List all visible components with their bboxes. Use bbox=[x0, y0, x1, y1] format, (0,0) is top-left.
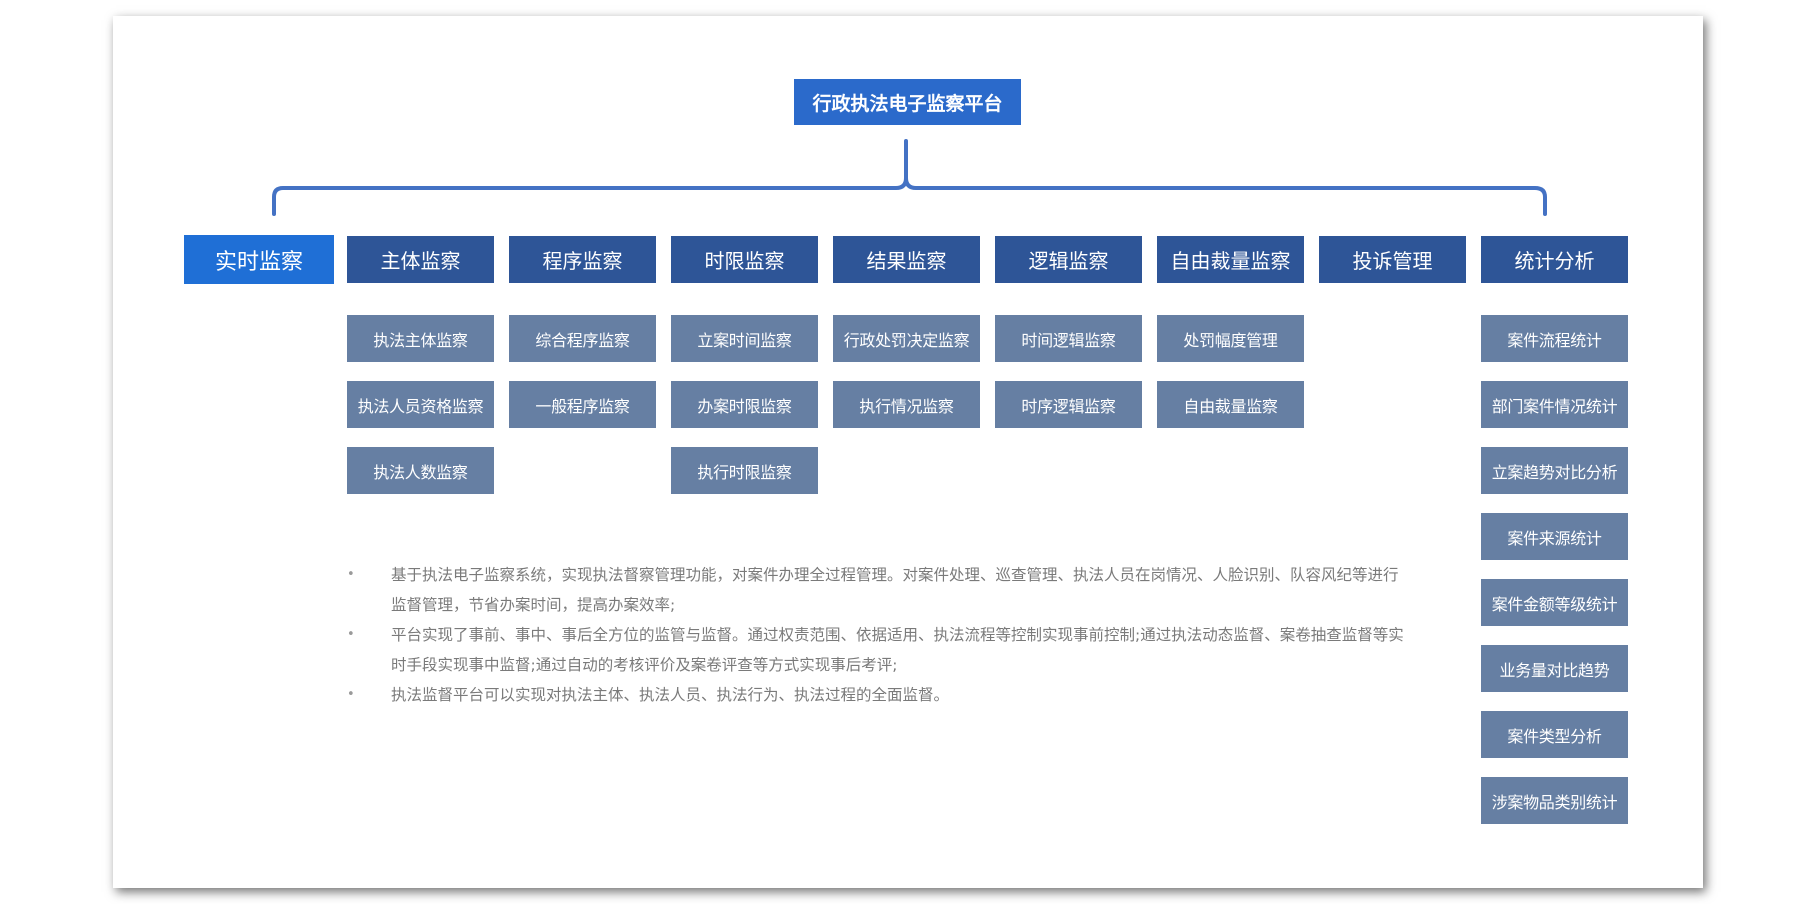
category-result[interactable]: 结果监察 bbox=[833, 236, 980, 283]
subitem-statistics-4[interactable]: 案件来源统计 bbox=[1481, 513, 1628, 560]
subitem-time-limit-1[interactable]: 立案时间监察 bbox=[671, 315, 818, 362]
category-time-limit[interactable]: 时限监察 bbox=[671, 236, 818, 283]
subitem-subject-2[interactable]: 执法人员资格监察 bbox=[347, 381, 494, 428]
category-subject[interactable]: 主体监察 bbox=[347, 236, 494, 283]
description-item: 基于执法电子监察系统，实现执法督察管理功能，对案件办理全过程管理。对案件处理、巡… bbox=[347, 560, 1407, 620]
subitem-subject-3[interactable]: 执法人数监察 bbox=[347, 447, 494, 494]
subitem-statistics-2[interactable]: 部门案件情况统计 bbox=[1481, 381, 1628, 428]
subitem-procedure-2[interactable]: 一般程序监察 bbox=[509, 381, 656, 428]
category-complaint[interactable]: 投诉管理 bbox=[1319, 236, 1466, 283]
description-item: 平台实现了事前、事中、事后全方位的监管与监督。通过权责范围、依据适用、执法流程等… bbox=[347, 620, 1407, 680]
subitem-logic-1[interactable]: 时间逻辑监察 bbox=[995, 315, 1142, 362]
subitem-result-1[interactable]: 行政处罚决定监察 bbox=[833, 315, 980, 362]
subitem-statistics-5[interactable]: 案件金额等级统计 bbox=[1481, 579, 1628, 626]
subitem-procedure-1[interactable]: 综合程序监察 bbox=[509, 315, 656, 362]
subitem-statistics-3[interactable]: 立案趋势对比分析 bbox=[1481, 447, 1628, 494]
subitem-time-limit-2[interactable]: 办案时限监察 bbox=[671, 381, 818, 428]
subitem-statistics-8[interactable]: 涉案物品类别统计 bbox=[1481, 777, 1628, 824]
description-list: 基于执法电子监察系统，实现执法督察管理功能，对案件办理全过程管理。对案件处理、巡… bbox=[347, 560, 1407, 710]
subitem-time-limit-3[interactable]: 执行时限监察 bbox=[671, 447, 818, 494]
subitem-subject-1[interactable]: 执法主体监察 bbox=[347, 315, 494, 362]
category-realtime[interactable]: 实时监察 bbox=[184, 235, 334, 284]
subitem-statistics-7[interactable]: 案件类型分析 bbox=[1481, 711, 1628, 758]
category-procedure[interactable]: 程序监察 bbox=[509, 236, 656, 283]
subitem-statistics-1[interactable]: 案件流程统计 bbox=[1481, 315, 1628, 362]
subitem-statistics-6[interactable]: 业务量对比趋势 bbox=[1481, 645, 1628, 692]
category-discretion[interactable]: 自由裁量监察 bbox=[1157, 236, 1304, 283]
category-statistics[interactable]: 统计分析 bbox=[1481, 236, 1628, 283]
category-logic[interactable]: 逻辑监察 bbox=[995, 236, 1142, 283]
subitem-discretion-1[interactable]: 处罚幅度管理 bbox=[1157, 315, 1304, 362]
description-item: 执法监督平台可以实现对执法主体、执法人员、执法行为、执法过程的全面监督。 bbox=[347, 680, 1407, 710]
subitem-logic-2[interactable]: 时序逻辑监察 bbox=[995, 381, 1142, 428]
root-node[interactable]: 行政执法电子监察平台 bbox=[794, 79, 1021, 125]
subitem-discretion-2[interactable]: 自由裁量监察 bbox=[1157, 381, 1304, 428]
subitem-result-2[interactable]: 执行情况监察 bbox=[833, 381, 980, 428]
